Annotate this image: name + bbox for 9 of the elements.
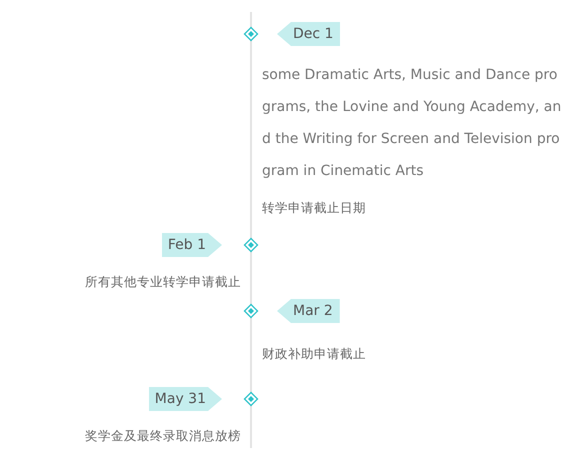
event-caption: 转学申请截止日期 — [262, 200, 366, 217]
date-tag: Mar 2 — [277, 299, 340, 323]
event-caption: 奖学金及最终录取消息放榜 — [85, 428, 241, 445]
event-caption: 所有其他专业转学申请截止 — [85, 274, 241, 291]
date-tag: Dec 1 — [277, 22, 340, 46]
date-tag: Feb 1 — [162, 233, 222, 257]
event-caption: 财政补助申请截止 — [262, 346, 366, 363]
description-text: some Dramatic Arts, Music and Dance programs, the Lovine and Young Academy, and the Writing for Screen and Television program in Cinematic Arts — [262, 66, 562, 181]
date-tag: May 31 — [148, 387, 222, 411]
